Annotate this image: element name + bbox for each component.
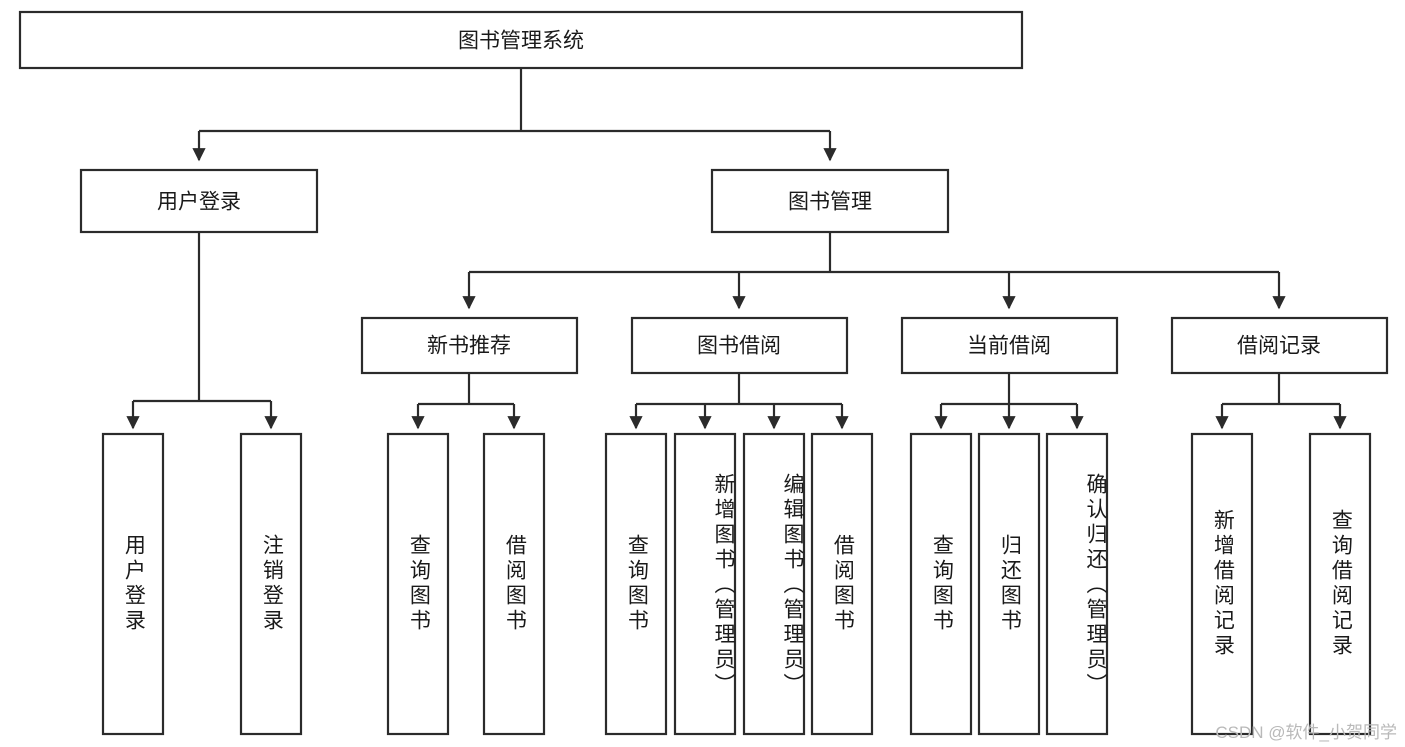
- node-root-label: 图书管理系统: [458, 30, 584, 53]
- node-borrow-records-label: 借阅记录: [1237, 335, 1321, 358]
- leaf-box-user-login-2[interactable]: [239, 432, 303, 736]
- node-user-login[interactable]: 用户登录: [79, 168, 319, 234]
- leaf-box-current-borrow-2[interactable]: [977, 432, 1041, 736]
- node-user-login-label: 用户登录: [157, 191, 241, 214]
- leaf-box-new-book-1[interactable]: [386, 432, 450, 736]
- leaf-box-current-borrow-1[interactable]: [909, 432, 973, 736]
- node-book-borrow-label: 图书借阅: [697, 335, 781, 358]
- leaf-box-book-borrow-3[interactable]: [742, 432, 806, 736]
- node-borrow-records[interactable]: 借阅记录: [1170, 316, 1389, 375]
- leaf-box-records-1[interactable]: [1190, 432, 1254, 736]
- leaf-box-book-borrow-1[interactable]: [604, 432, 668, 736]
- leaf-box-user-login-1[interactable]: [101, 432, 165, 736]
- watermark: CSDN @软件_小贺同学: [1215, 723, 1397, 742]
- leaf-box-book-borrow-2[interactable]: [673, 432, 737, 736]
- leaf-box-book-borrow-4[interactable]: [810, 432, 874, 736]
- node-book-management[interactable]: 图书管理: [710, 168, 950, 234]
- node-book-management-label: 图书管理: [788, 191, 872, 214]
- node-new-book-recommend-label: 新书推荐: [427, 335, 511, 358]
- leaf-box-new-book-2[interactable]: [482, 432, 546, 736]
- node-current-borrow-label: 当前借阅: [967, 335, 1051, 358]
- leaf-box-records-2[interactable]: [1308, 432, 1372, 736]
- node-root[interactable]: 图书管理系统: [18, 10, 1024, 70]
- leaf-box-current-borrow-3[interactable]: [1045, 432, 1109, 736]
- node-book-borrow[interactable]: 图书借阅: [630, 316, 849, 375]
- node-current-borrow[interactable]: 当前借阅: [900, 316, 1119, 375]
- node-new-book-recommend[interactable]: 新书推荐: [360, 316, 579, 375]
